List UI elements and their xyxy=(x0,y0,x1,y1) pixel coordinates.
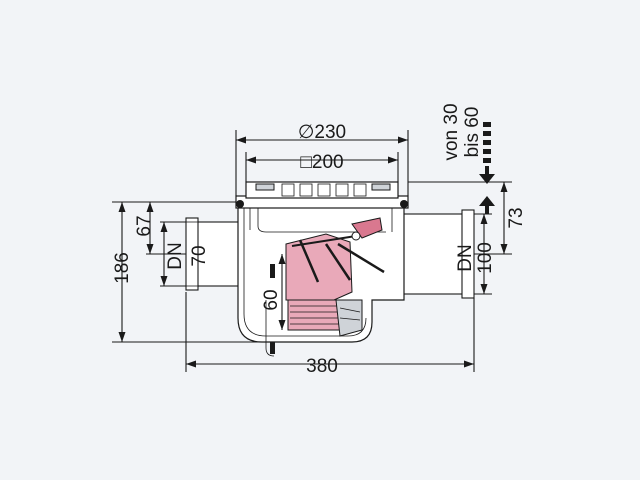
outlet-dn-value: 100 xyxy=(475,242,496,274)
dim-square-200: □200 xyxy=(245,152,399,182)
adjust-line2: bis 60 xyxy=(462,107,483,158)
dim-height-186: 186 xyxy=(112,201,262,343)
inlet-dn-value: 70 xyxy=(189,245,210,266)
inlet-height-label: 67 xyxy=(134,215,155,236)
square-label: □200 xyxy=(300,152,343,173)
diameter-label: ∅230 xyxy=(298,122,346,143)
arrow-down-icon xyxy=(479,174,495,184)
dim-inlet-height-67: 67 xyxy=(134,202,186,255)
height-adjustment: von 30 bis 60 xyxy=(441,103,495,214)
water-seal-label: 60 xyxy=(261,289,282,310)
outlet-height-label: 73 xyxy=(506,207,527,228)
dim-water-seal-60: 60 xyxy=(261,254,286,330)
dim-inlet-dn70: DN 70 xyxy=(160,221,210,287)
backflow-valve xyxy=(285,217,385,337)
adjust-line1: von 30 xyxy=(441,103,462,160)
inlet-dn-prefix: DN xyxy=(165,242,186,269)
dim-diameter-230: ∅230 xyxy=(235,122,409,196)
dim-outlet-height-73: 73 xyxy=(408,181,527,255)
height-label: 186 xyxy=(112,252,133,284)
arrow-up-icon xyxy=(479,196,495,206)
length-label: 380 xyxy=(306,356,338,377)
outlet-dn-prefix: DN xyxy=(455,244,476,271)
dim-length-380: 380 xyxy=(185,292,475,377)
